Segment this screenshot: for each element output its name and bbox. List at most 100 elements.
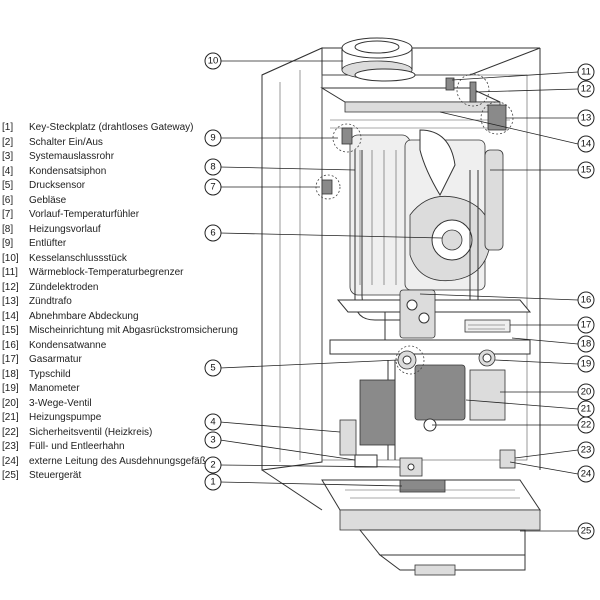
legend-number: [24] [2, 455, 19, 467]
legend-number: [13] [2, 296, 19, 307]
legend-label: Drucksensor [29, 180, 86, 191]
callout-4: 4 [204, 413, 222, 431]
svg-text:1: 1 [210, 477, 215, 488]
legend-item: [5]Drucksensor [2, 179, 247, 194]
svg-text:7: 7 [210, 182, 215, 193]
legend-number: [7] [2, 209, 14, 220]
legend-label: Wärmeblock-Temperaturbegrenzer [29, 267, 184, 278]
legend-number: [19] [2, 383, 19, 394]
callout-22: 22 [577, 416, 595, 434]
ignition-transformer [487, 104, 507, 131]
svg-text:25: 25 [581, 526, 592, 537]
callout-19: 19 [577, 355, 595, 373]
svg-text:6: 6 [210, 228, 215, 239]
callout-3: 3 [204, 431, 222, 449]
svg-text:11: 11 [581, 67, 591, 78]
callout-17: 17 [577, 316, 595, 334]
legend-number: [14] [2, 310, 19, 322]
callout-10: 10 [204, 52, 222, 70]
legend-label: Heizungspumpe [29, 412, 102, 423]
legend-label: Kesselanschlussstück [29, 252, 127, 264]
callout-9: 9 [204, 129, 222, 147]
callout-24: 24 [577, 465, 595, 483]
legend-label: Kondensatwanne [29, 339, 107, 351]
callout-21: 21 [577, 400, 595, 418]
legend-label: Abnehmbare Abdeckung [29, 310, 139, 322]
svg-text:18: 18 [581, 339, 592, 350]
legend-label: Steuergerät [29, 470, 82, 481]
legend-label: Kondensatsiphon [29, 165, 107, 177]
legend-item: [12] Zündelektroden [2, 281, 247, 296]
legend-label: Vorlauf-Temperaturfühler [29, 209, 140, 220]
svg-text:4: 4 [210, 417, 215, 428]
fan [409, 195, 492, 282]
callout-16: 16 [577, 291, 595, 309]
legend-label: Schalter Ein/Aus [29, 136, 103, 148]
legend-label: Mischeinrichtung mit Abgasrückstromsiche… [29, 325, 238, 336]
legend-item: [8] Heizungsvorlauf [2, 223, 247, 238]
callout-2: 2 [204, 456, 222, 474]
legend-label: Key-Steckplatz (drahtloses Gateway) [29, 122, 194, 133]
callout-7: 7 [204, 178, 222, 196]
legend-item: [1]Key-Steckplatz (drahtloses Gateway) [2, 121, 247, 136]
legend-number: [10] [2, 252, 19, 264]
callout-5: 5 [204, 359, 222, 377]
legend-number: [12] [2, 281, 19, 293]
legend-number: [18] [2, 368, 19, 380]
svg-text:2: 2 [210, 460, 215, 471]
legend-item: [9]Entlüfter [2, 237, 247, 252]
legend-item: [13] Zündtrafo [2, 295, 247, 310]
legend-number: [17] [2, 354, 19, 365]
callouts: 1 2 3 4 5 6 7 8 9 10 11 12 13 14 15 16 1… [204, 52, 595, 540]
svg-text:12: 12 [581, 84, 592, 95]
callout-1: 1 [204, 473, 222, 491]
vent-sensor [321, 127, 353, 195]
legend-item: [4]Kondensatsiphon [2, 165, 247, 180]
svg-text:24: 24 [581, 469, 592, 480]
legend-item: [3]Systemauslassrohr [2, 150, 247, 165]
type-plate [464, 319, 511, 333]
legend-number: [11] [2, 267, 18, 278]
legend-number: [16] [2, 339, 19, 351]
legend-label: 3-Wege-Ventil [29, 397, 92, 409]
legend-item: [22]Sicherheitsventil (Heizkreis) [2, 426, 247, 441]
svg-text:9: 9 [210, 133, 215, 144]
legend-number: [25] [2, 470, 19, 481]
svg-text:14: 14 [581, 139, 592, 150]
legend-label: Manometer [29, 383, 80, 394]
svg-text:8: 8 [210, 162, 215, 173]
legend-item: [19] Manometer [2, 382, 247, 397]
legend-label: Entlüfter [29, 238, 67, 249]
legend-item: [21] Heizungspumpe [2, 411, 247, 426]
control-unit [321, 479, 541, 576]
legend-item: [16] Kondensatwanne [2, 339, 247, 354]
gas-valve [399, 289, 436, 339]
legend-number: [20] [2, 397, 19, 409]
legend-item: [23]Füll- und Entleerhahn [2, 440, 247, 455]
legend-label: Gasarmatur [29, 354, 82, 365]
callout-20: 20 [577, 383, 595, 401]
legend-item: [20] 3-Wege-Ventil [2, 397, 247, 412]
legend-number: [21] [2, 412, 19, 423]
svg-text:21: 21 [581, 404, 592, 415]
callout-25: 25 [577, 522, 595, 540]
legend-item: [2]Schalter Ein/Aus [2, 136, 247, 151]
siphon [339, 419, 378, 468]
callout-11: 11 [577, 63, 595, 81]
legend-label: Heizungsvorlauf [29, 223, 101, 235]
legend-label: Zündelektroden [29, 281, 99, 293]
legend-label: Typschild [29, 368, 71, 380]
legend-number: [8] [2, 223, 14, 235]
callout-6: 6 [204, 224, 222, 242]
svg-text:3: 3 [210, 435, 215, 446]
legend-item: [14] Abnehmbare Abdeckung [2, 310, 247, 325]
svg-text:19: 19 [581, 359, 592, 370]
legend-item: [7] Vorlauf-Temperaturfühler [2, 208, 247, 223]
svg-text:5: 5 [210, 363, 215, 374]
svg-text:16: 16 [581, 295, 592, 306]
leader-lines [219, 60, 579, 532]
callout-15: 15 [577, 161, 595, 179]
legend-label: Zündtrafo [29, 296, 72, 307]
mixing-device [419, 129, 504, 251]
